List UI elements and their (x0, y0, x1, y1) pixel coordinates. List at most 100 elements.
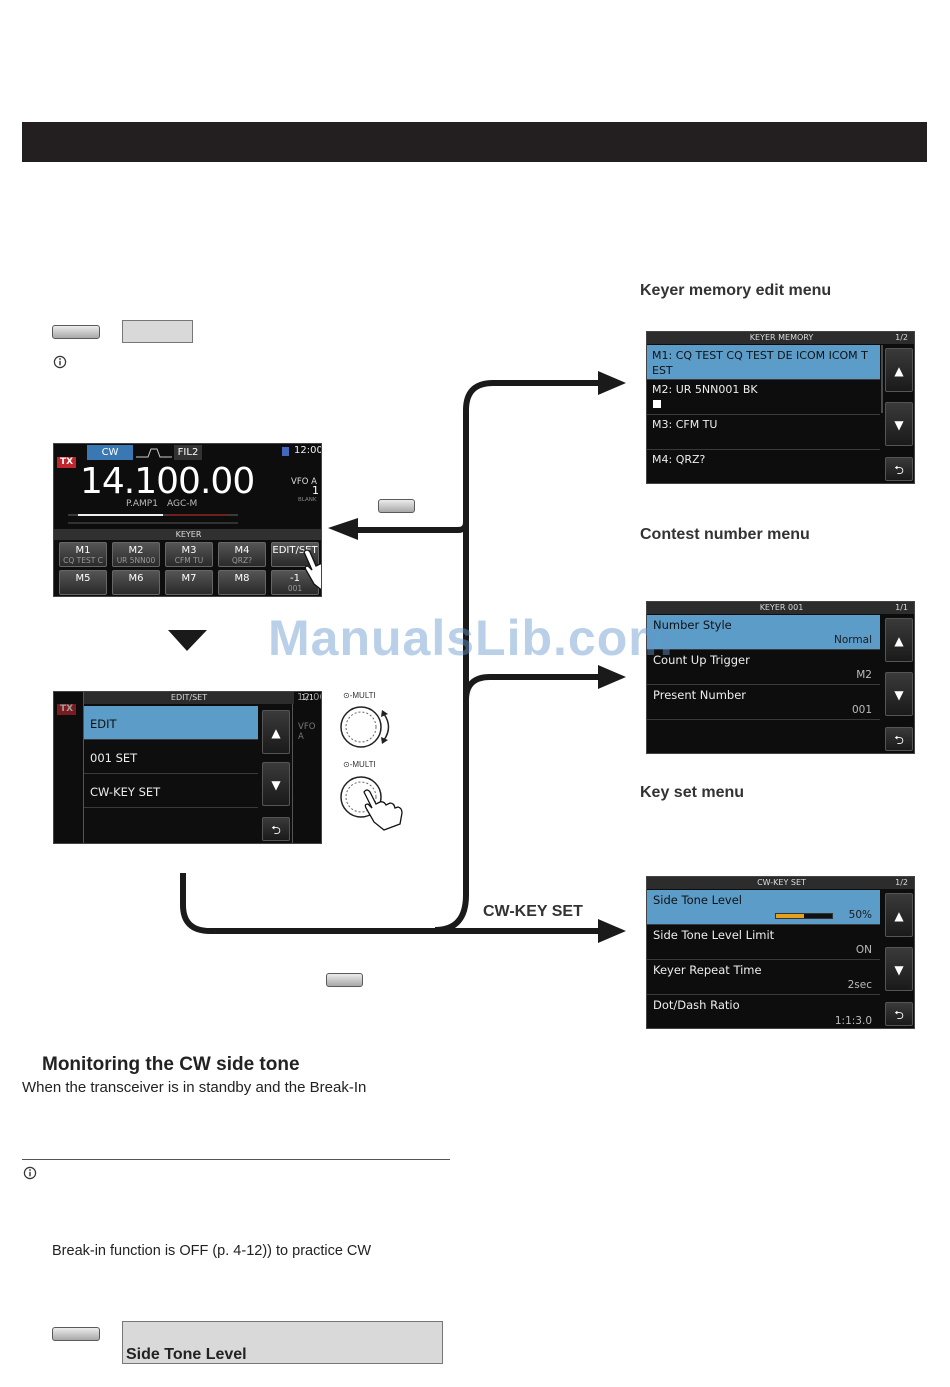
keyer-key-name: M3 (181, 545, 197, 556)
setting-label: Keyer Repeat Time (653, 963, 762, 977)
return-icon[interactable]: ⮌ (885, 457, 913, 481)
clock: 12:00 (294, 445, 322, 456)
menu-item-cw-key-set[interactable]: CW-KEY SET (84, 774, 258, 808)
keyer-title: KEYER (54, 529, 321, 540)
level-bar-fill (776, 914, 804, 918)
setting-row-keyer-repeat-time[interactable]: Keyer Repeat Time 2sec (647, 960, 880, 995)
key-label-box (122, 320, 193, 343)
down-arrow-icon[interactable]: ▼ (885, 947, 913, 991)
keyer-key-sub: UR 5NN00 (116, 556, 156, 565)
multi-text: MULTI (352, 760, 376, 769)
exit-key-2 (326, 973, 363, 987)
keyer-key-m7[interactable]: M7 (165, 570, 213, 595)
setting-label: Count Up Trigger (653, 653, 750, 667)
keyer-memory-page: 1/2 (895, 333, 908, 342)
side-tone-level-box: Side Tone Level (122, 1321, 443, 1364)
multi-knob-rotate-icon (340, 706, 390, 748)
return-icon[interactable]: ⮌ (262, 817, 290, 841)
menu-item-edit[interactable]: EDIT (84, 706, 258, 740)
heading-keyer-memory: Keyer memory edit menu (640, 282, 832, 299)
filter-shape-icon (136, 448, 172, 458)
setting-row-present-number[interactable]: Present Number 001 (647, 685, 880, 720)
preamp-label: P.AMP1 (126, 499, 158, 509)
memory-row-label: M1: CQ TEST CQ TEST DE ICOM ICOM T EST (652, 349, 868, 377)
multi-label-2: ⊙-MULTI (343, 760, 376, 769)
s-meter (68, 514, 238, 524)
memory-row-m1[interactable]: M1: CQ TEST CQ TEST DE ICOM ICOM T EST (647, 345, 880, 380)
memory-row-m4[interactable]: M4: QRZ? (647, 450, 880, 483)
keyer-key-name: EDIT/SET (272, 545, 318, 556)
menu-key-bottom (52, 1327, 100, 1341)
keyer-key-sub: QRZ? (231, 556, 253, 565)
menu-item-label: EDIT (90, 717, 117, 731)
down-arrow-icon[interactable]: ▼ (262, 762, 290, 806)
setting-label: Number Style (653, 618, 732, 632)
keyer-key-m5[interactable]: M5 (59, 570, 107, 595)
menu-item-label: 001 SET (90, 751, 138, 765)
sd-card-icon (282, 447, 289, 456)
setting-value: Normal (834, 634, 872, 646)
memory-row-m3[interactable]: M3: CFM TU (647, 415, 880, 450)
agc-label: AGC-M (167, 499, 198, 509)
vfo-label: VFO A (291, 477, 317, 487)
setting-row-side-tone-level[interactable]: Side Tone Level 50% (647, 890, 880, 925)
setting-row-number-style[interactable]: Number Style Normal (647, 615, 880, 650)
filter-label: FIL2 (174, 445, 202, 460)
keyer-001-page: 1/1 (895, 603, 908, 612)
return-icon[interactable]: ⮌ (885, 727, 913, 751)
clock-dim: 12:00 (297, 692, 321, 703)
header-bar (22, 122, 927, 162)
memory-row-label: M3: CFM TU (652, 418, 718, 431)
up-arrow-icon[interactable]: ▲ (885, 348, 913, 392)
menu-key (52, 325, 100, 339)
menu-item-label: CW-KEY SET (90, 785, 161, 799)
monitor-line-2: Break-in function is OFF (p. 4-12)) to p… (52, 1243, 372, 1259)
setting-row-dot-dash-ratio[interactable]: Dot/Dash Ratio 1:1:3.0 (647, 995, 880, 1028)
menu-item-001-set[interactable]: 001 SET (84, 740, 258, 774)
scrollbar[interactable] (881, 345, 883, 413)
setting-label: Present Number (653, 688, 746, 702)
memory-row-m2[interactable]: M2: UR 5NN001 BK (647, 380, 880, 415)
tx-indicator-dim: TX (57, 704, 77, 715)
side-tone-level-label: Side Tone Level (126, 1346, 247, 1363)
up-arrow-icon[interactable]: ▲ (885, 893, 913, 937)
vfo-label-dim: VFO A (298, 722, 316, 742)
info-icon (53, 355, 67, 369)
keyer-key-sub: CQ TEST C (63, 556, 103, 565)
down-arrow-icon[interactable]: ▼ (885, 402, 913, 446)
keyer-key-name: M5 (75, 573, 91, 584)
keyer-key-name: M1 (75, 545, 91, 556)
finger-press-icon (303, 549, 321, 591)
setting-label: Side Tone Level (653, 893, 743, 907)
watermark: ManualsLib.com (268, 610, 674, 666)
edit-set-panel: EDIT/SET 1/1 EDIT 001 SET CW-KEY SET ▲ ▼… (83, 692, 314, 843)
setting-row-count-up-trigger[interactable]: Count Up Trigger M2 (647, 650, 880, 685)
keyer-key-name: -1 (290, 573, 300, 584)
multi-knob-press-icon (340, 776, 403, 831)
cw-key-set-screen: CW-KEY SET 1/2 Side Tone Level 50% Side … (646, 876, 915, 1029)
vfo-number: 1 (312, 484, 319, 497)
setting-row-side-tone-level-limit[interactable]: Side Tone Level Limit ON (647, 925, 880, 960)
monitor-line-1: When the transceiver is in standby and t… (22, 1079, 367, 1096)
keyer-key-m8[interactable]: M8 (218, 570, 266, 595)
keyer-key-m6[interactable]: M6 (112, 570, 160, 595)
keyer-key-name: M7 (181, 573, 197, 584)
keyer-key-name: M2 (128, 545, 144, 556)
up-arrow-icon[interactable]: ▲ (262, 710, 290, 754)
heading-contest-number: Contest number menu (640, 526, 810, 543)
setting-value: ON (855, 944, 872, 956)
up-arrow-icon[interactable]: ▲ (885, 618, 913, 662)
keyer-key-name: M4 (234, 545, 250, 556)
down-arrow-icon[interactable]: ▼ (885, 672, 913, 716)
return-icon[interactable]: ⮌ (885, 1002, 913, 1026)
mode-label: CW (87, 445, 133, 460)
heading-key-set: Key set menu (640, 784, 745, 801)
keyer-001-title: KEYER 001 (647, 602, 914, 614)
exit-key (378, 499, 415, 513)
